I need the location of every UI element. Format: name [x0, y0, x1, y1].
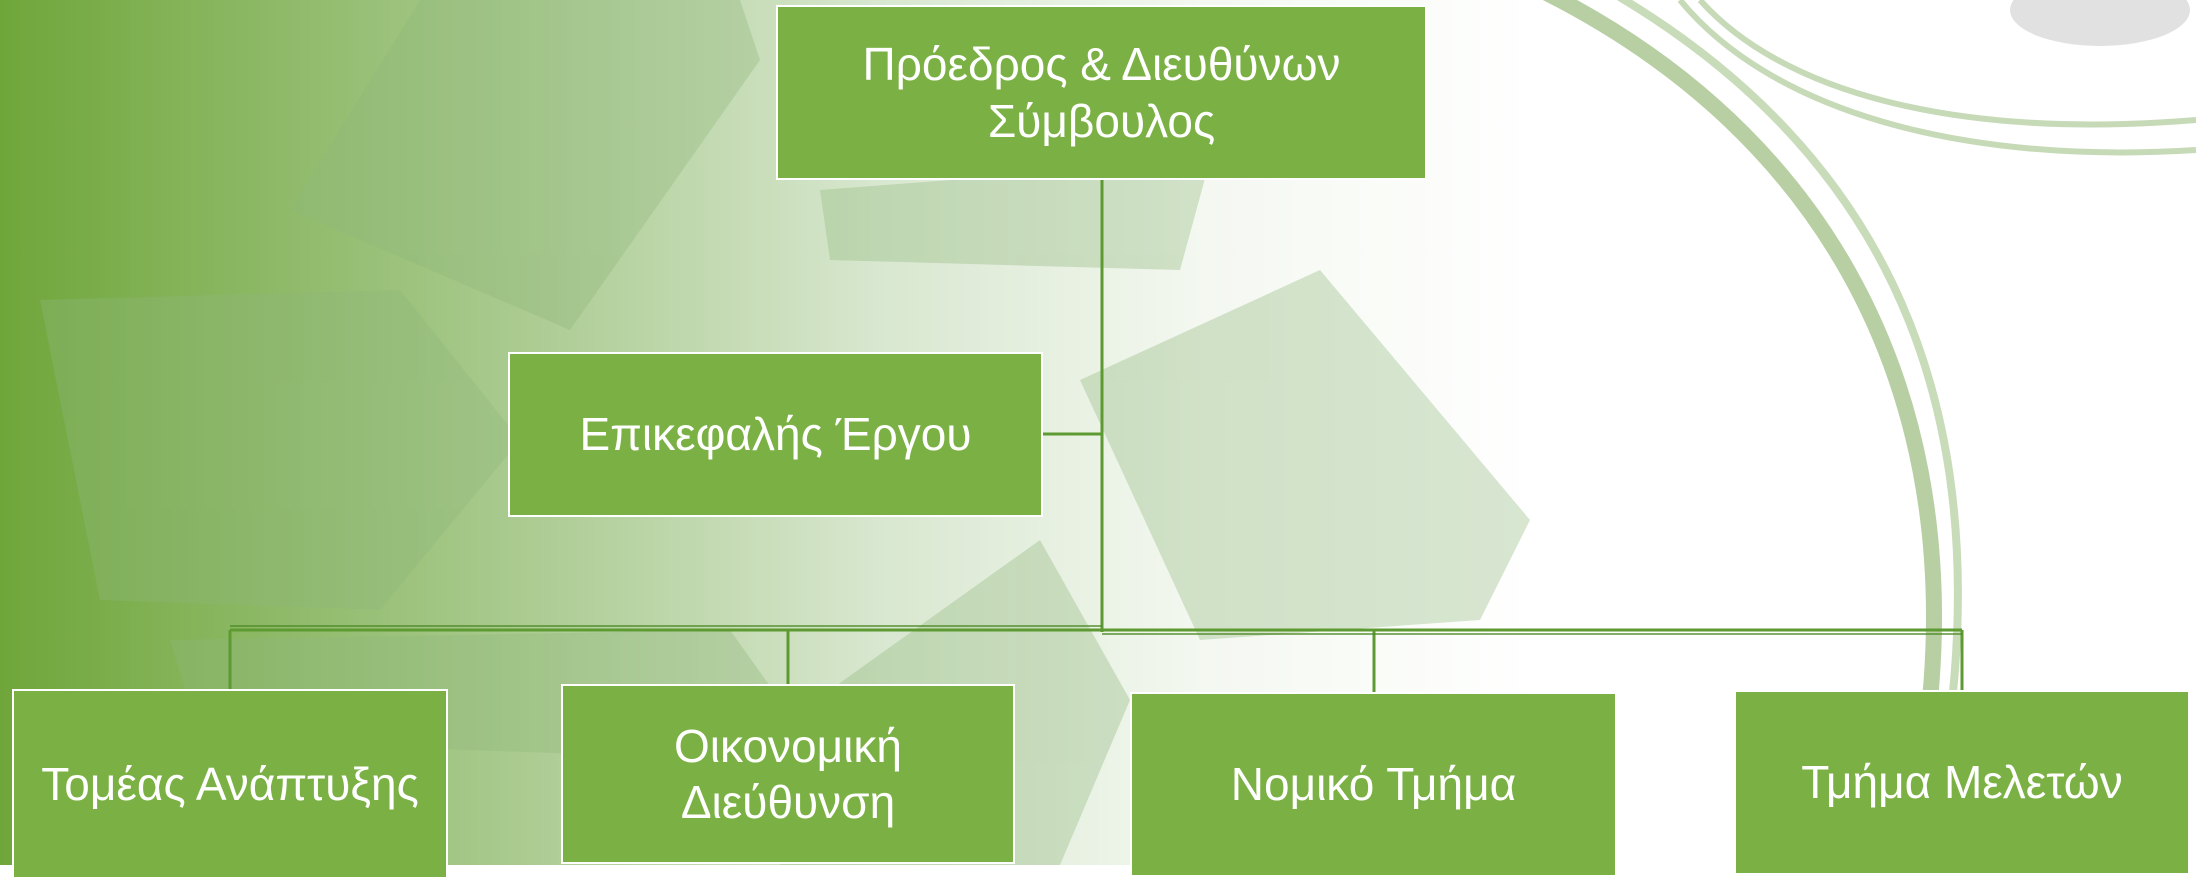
node-development-sector: Τομέας Ανάπτυξης [12, 689, 448, 879]
node-studies-department: Τμήμα Μελετών [1734, 690, 2190, 875]
node-finance-department: Οικονομική Διεύθυνση [561, 684, 1015, 864]
node-chairman-ceo: Πρόεδρος & Διευθύνων Σύμβουλος [776, 5, 1427, 180]
node-project-lead: Επικεφαλής Έργου [508, 352, 1043, 517]
node-legal-department: Νομικό Τμήμα [1130, 692, 1617, 877]
